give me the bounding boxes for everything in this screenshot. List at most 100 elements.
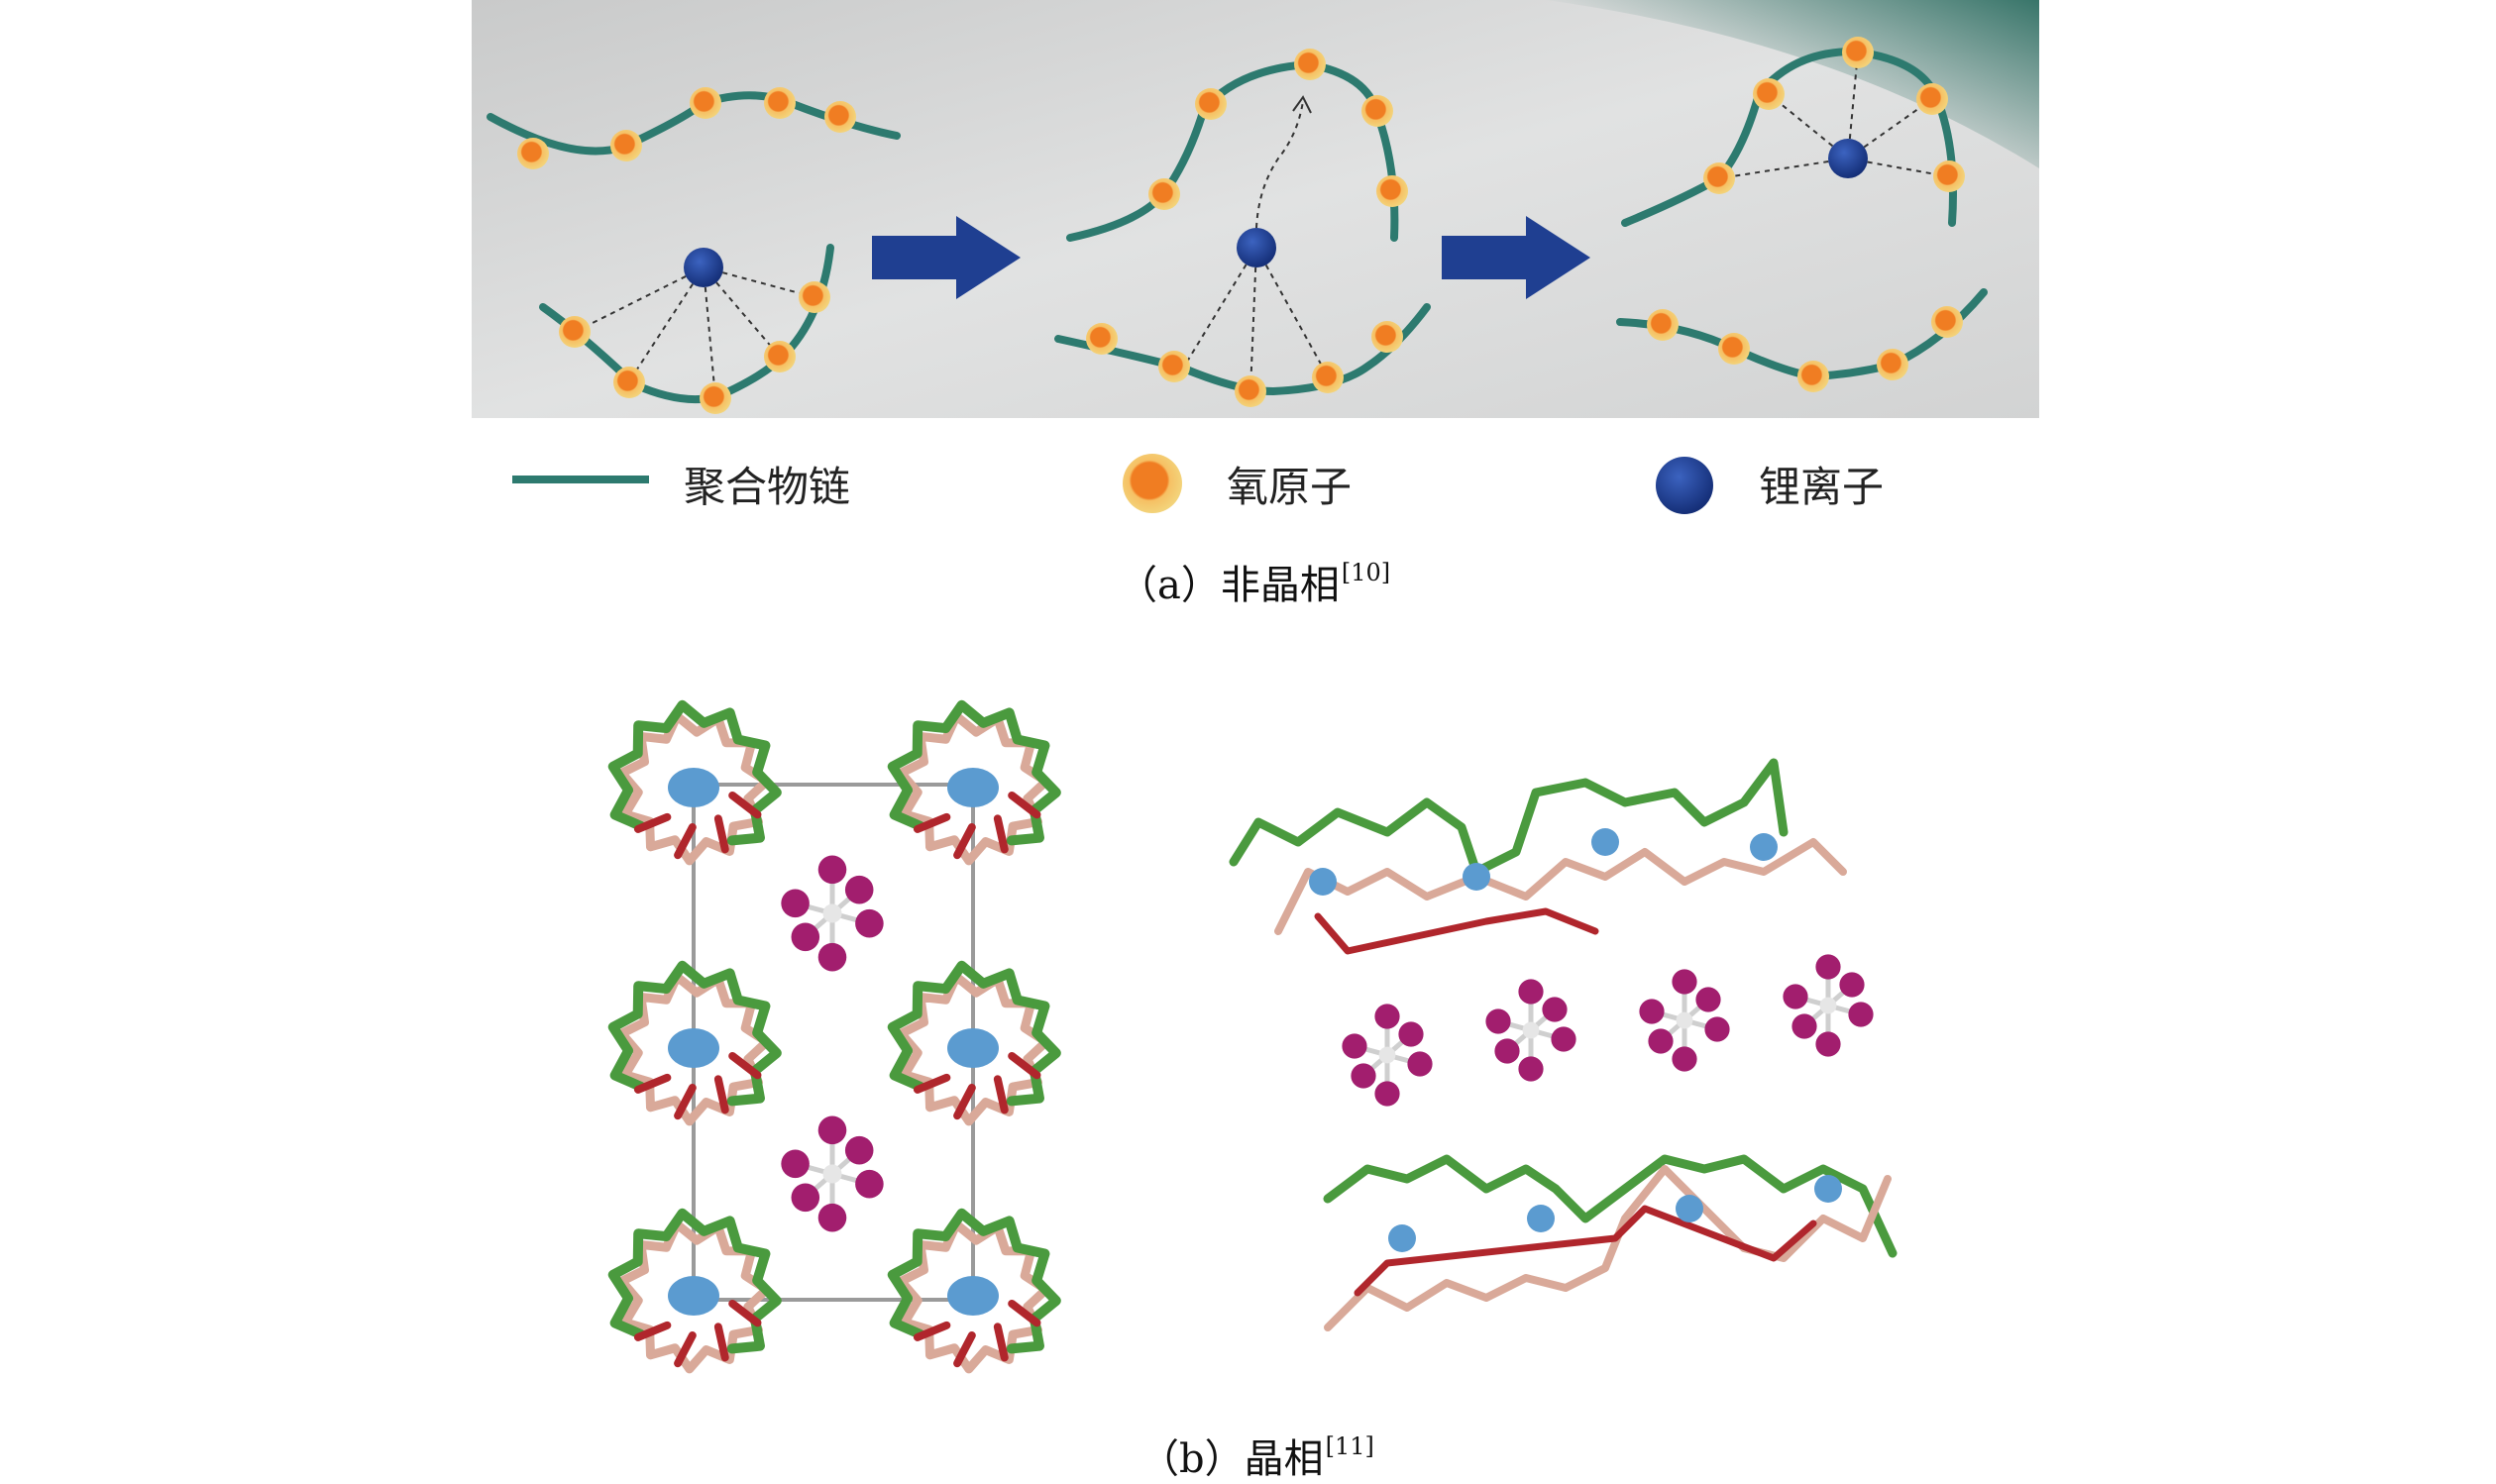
oxygen-bond bbox=[1008, 1051, 1041, 1080]
oxygen-bond bbox=[674, 822, 697, 860]
oxygen-bond bbox=[674, 1330, 697, 1368]
fluorine-atom bbox=[1551, 1026, 1576, 1052]
fluorine-atom bbox=[844, 875, 874, 904]
green-chain bbox=[887, 1208, 1061, 1354]
oxygen-atoms bbox=[1647, 37, 1965, 392]
fluorine-atom bbox=[817, 855, 847, 885]
fluorine-atom bbox=[1485, 1008, 1511, 1034]
oxygen-bond bbox=[633, 1073, 672, 1094]
fluorine-atom bbox=[1672, 1046, 1697, 1072]
anion-center bbox=[822, 903, 842, 923]
lithium-ion bbox=[1591, 828, 1619, 856]
anion-center bbox=[1378, 1046, 1396, 1064]
fluorine-atom bbox=[1542, 997, 1568, 1022]
oxygen-atoms bbox=[1086, 49, 1408, 407]
fluorine-atom bbox=[1848, 1002, 1874, 1027]
migration-path bbox=[1255, 100, 1304, 229]
fluorine-atom bbox=[1639, 999, 1665, 1024]
lithium-ion bbox=[1814, 1175, 1842, 1203]
oxygen-bond bbox=[1314, 907, 1599, 955]
stage-3 bbox=[1616, 37, 1988, 392]
oxygen-bond bbox=[953, 1083, 976, 1120]
fluorine-atom bbox=[781, 889, 810, 918]
green-chain bbox=[1323, 1154, 1898, 1258]
anion-center bbox=[1522, 1021, 1540, 1039]
fluorine-atom bbox=[1351, 1063, 1376, 1089]
legend-oxygen-swatch bbox=[1123, 454, 1182, 513]
fluorine-atom bbox=[1407, 1051, 1433, 1077]
oxygen-bond bbox=[953, 822, 976, 860]
legend-lithium-swatch bbox=[1656, 457, 1713, 514]
anion-center bbox=[1819, 997, 1837, 1014]
panel-b-crystal bbox=[607, 699, 1898, 1374]
oxygen-bond bbox=[1354, 1205, 1817, 1297]
lithium-ion bbox=[668, 1028, 719, 1068]
fluorine-atom bbox=[1704, 1016, 1730, 1042]
lithium-ion bbox=[1463, 863, 1490, 891]
lithium-ion bbox=[668, 1276, 719, 1316]
fluorine-atom bbox=[855, 1169, 884, 1199]
panel-a-background bbox=[472, 0, 2039, 418]
oxygen-bond bbox=[728, 1299, 762, 1327]
caption-b-label: （b）晶相 bbox=[1139, 1436, 1324, 1482]
stage-1 bbox=[487, 87, 901, 414]
lithium-ion bbox=[1309, 868, 1337, 896]
fluorine-atom bbox=[1518, 979, 1544, 1005]
fluorine-atom bbox=[1342, 1033, 1367, 1059]
oxygen-bond bbox=[1008, 791, 1041, 819]
fluorine-atom bbox=[781, 1149, 810, 1179]
fluorine-atom bbox=[1839, 972, 1865, 998]
pink-chain bbox=[1274, 838, 1847, 935]
fluorine-atom bbox=[1494, 1038, 1520, 1064]
lithium-ion bbox=[947, 1028, 999, 1068]
fluorine-atom bbox=[1815, 1031, 1841, 1057]
fluorine-atom bbox=[1374, 1004, 1400, 1029]
lithium-ion bbox=[1676, 1195, 1703, 1222]
oxygen-bond bbox=[713, 814, 729, 854]
fluorine-atom bbox=[1374, 1081, 1400, 1107]
oxygen-bond bbox=[728, 791, 762, 819]
fluorine-atom bbox=[844, 1135, 874, 1165]
lithium-ion bbox=[1527, 1205, 1555, 1232]
caption-b: （b）晶相[11] bbox=[1139, 1427, 1374, 1484]
pink-chain bbox=[1324, 1165, 1892, 1331]
oxygen-bond bbox=[913, 1073, 951, 1094]
green-chain bbox=[607, 1208, 782, 1354]
lithium-ion bbox=[668, 768, 719, 807]
anion-center bbox=[1676, 1011, 1693, 1029]
green-chain bbox=[607, 960, 782, 1107]
caption-a: （a）非晶相[10] bbox=[1118, 553, 1390, 610]
caption-b-ref: [11] bbox=[1325, 1432, 1374, 1460]
oxygen-bond bbox=[913, 1321, 951, 1341]
green-chain bbox=[887, 960, 1061, 1107]
coordination-lines bbox=[1183, 247, 1329, 392]
legend-chain-label: 聚合物链 bbox=[684, 463, 851, 511]
process-arrow bbox=[1442, 216, 1590, 299]
fluorine-atom bbox=[1695, 987, 1721, 1012]
fluorine-atom bbox=[855, 908, 884, 938]
oxygen-bond bbox=[633, 1321, 672, 1341]
fluorine-atom bbox=[1648, 1028, 1674, 1054]
fluorine-atom bbox=[791, 922, 820, 952]
legend-lithium-label: 锂离子 bbox=[1759, 463, 1885, 511]
lithium-ion bbox=[1828, 139, 1868, 178]
coordination-lines bbox=[574, 266, 815, 399]
fluorine-atom bbox=[1791, 1013, 1817, 1039]
fluorine-atom bbox=[817, 1115, 847, 1145]
fluorine-atom bbox=[1783, 984, 1808, 1009]
oxygen-bond bbox=[713, 1323, 729, 1362]
lithium-ion bbox=[947, 768, 999, 807]
green-chain bbox=[887, 699, 1061, 846]
lithium-ion bbox=[1750, 833, 1778, 861]
oxygen-bond bbox=[993, 1323, 1009, 1362]
oxygen-bond bbox=[674, 1083, 697, 1120]
process-arrow bbox=[872, 216, 1021, 299]
oxygen-bond bbox=[1008, 1299, 1041, 1327]
fluorine-atom bbox=[1398, 1021, 1424, 1047]
oxygen-bond bbox=[993, 1075, 1009, 1114]
green-chain bbox=[1229, 758, 1789, 877]
oxygen-bond bbox=[713, 1075, 729, 1114]
oxygen-bond bbox=[993, 814, 1009, 854]
lithium-ion bbox=[1388, 1224, 1416, 1252]
